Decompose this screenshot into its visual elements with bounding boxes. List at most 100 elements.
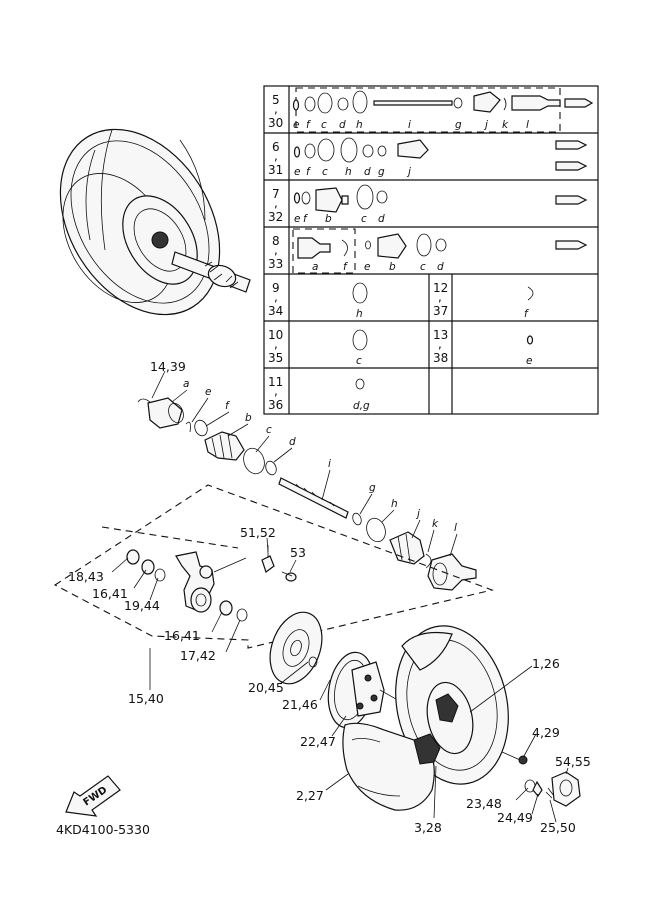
callout-24-49: 24,49 xyxy=(497,810,533,825)
table-row-2-part-1: e xyxy=(294,166,300,178)
callout-54-55: 54,55 xyxy=(555,754,591,769)
callout-21-46: 21,46 xyxy=(282,697,318,712)
table-row-1-num-sep: , xyxy=(274,102,278,116)
knuckle-assembly xyxy=(53,484,494,649)
callout-i: i xyxy=(328,458,331,470)
callout-51-52: 51,52 xyxy=(240,525,276,540)
callout-53: 53 xyxy=(290,545,306,560)
table-row-1-part-4: d xyxy=(339,119,346,131)
table-row-3-num-sep: , xyxy=(274,196,278,210)
table-row-2-parts: e f c h d g j xyxy=(293,137,588,178)
table-row-4-part-6: d xyxy=(437,261,444,273)
table-row-2-part-3: c xyxy=(322,166,328,178)
table-subrow-1-num-sep: , xyxy=(274,290,278,304)
table-subrow-1-num-a: 9 xyxy=(272,281,280,295)
table-row-3-parts: e f b c d xyxy=(293,184,588,225)
table-row-1-part-6: i xyxy=(408,119,411,131)
table-row-3-num-b: 32 xyxy=(268,210,283,224)
table-row-1-part-9: k xyxy=(502,119,509,131)
callout-17-42: 17,42 xyxy=(180,648,216,663)
callout-14-39: 14,39 xyxy=(150,359,186,374)
table-subrow-2-right-num-sep: , xyxy=(438,337,442,351)
callout-16-41-b: 16,41 xyxy=(164,628,200,643)
table-row-3-num-a: 7 xyxy=(272,187,280,201)
table-row-4-part-3: e xyxy=(364,261,370,273)
table-row-1-parts: e f c d h i g j k l xyxy=(292,90,594,131)
table-subrow-3-num-b: 36 xyxy=(268,398,283,412)
callout-l: l xyxy=(454,522,457,534)
table-subrow-2-right-num-b: 38 xyxy=(433,351,448,365)
callout-19-44: 19,44 xyxy=(124,598,160,613)
fwd-arrow: FWD xyxy=(65,775,121,817)
table-subrow-3-num-sep: , xyxy=(274,384,278,398)
diagram-code: 4KD4100-5330 xyxy=(56,822,150,837)
callout-22-47: 22,47 xyxy=(300,734,336,749)
table-row-4-part-4: b xyxy=(389,261,396,273)
table-subrow-3-num-a: 11 xyxy=(268,375,283,389)
callout-g: g xyxy=(369,482,376,494)
callout-labels: 14,39 a e f b c d i g h j k l 51,52 53 1… xyxy=(68,359,591,835)
table-subrow-1-right-num-a: 12 xyxy=(433,281,448,295)
table-row-2-part-6: g xyxy=(378,166,385,178)
table-subrow-1-right-num-b: 37 xyxy=(433,304,448,318)
callout-f: f xyxy=(225,400,231,412)
table-subrow-1-part: h xyxy=(356,308,363,320)
callout-23-48: 23,48 xyxy=(466,796,502,811)
table-row-2-part-4: h xyxy=(345,166,352,178)
callout-20-45: 20,45 xyxy=(248,680,284,695)
table-row-4-num-a: 8 xyxy=(272,234,280,248)
callout-j: j xyxy=(415,508,420,520)
table-row-3-part-3: b xyxy=(325,213,332,225)
callout-25-50: 25,50 xyxy=(540,820,576,835)
table-row-1-part-3: c xyxy=(321,119,327,131)
parts-table: 5 , 30 6 , 31 7 , 32 8 , 33 9 , 34 10 , … xyxy=(263,85,599,415)
table-subrow-1-num-b: 34 xyxy=(268,304,283,318)
callout-2-27: 2,27 xyxy=(296,788,324,803)
table-row-4-part-1: a xyxy=(312,261,318,273)
callout-18-43: 18,43 xyxy=(68,569,104,584)
callout-a: a xyxy=(183,378,189,390)
callout-4-29: 4,29 xyxy=(532,725,560,740)
table-row-1-part-5: h xyxy=(356,119,363,131)
table-row-2-num-a: 6 xyxy=(272,140,280,154)
callout-e: e xyxy=(205,386,211,398)
table-subrow-2-part: c xyxy=(356,355,362,367)
table-subrow-2-right-part: e xyxy=(526,355,532,367)
callout-h: h xyxy=(391,498,398,510)
table-row-1-part-1: e xyxy=(293,119,299,131)
table-row-1-num-a: 5 xyxy=(272,93,280,107)
brake-disc xyxy=(269,611,323,685)
table-row-2-num-sep: , xyxy=(274,149,278,163)
table-row-2-part-7: j xyxy=(406,166,411,178)
wheel-nuts xyxy=(518,755,581,807)
leader-lines xyxy=(111,370,569,823)
wheel-hub xyxy=(327,651,521,761)
callout-k: k xyxy=(432,518,439,530)
table-row-1-part-7: g xyxy=(455,119,462,131)
table-subrow-1-right-part: f xyxy=(524,308,530,320)
table-row-1-part-8: j xyxy=(483,119,488,131)
table-row-3-part-1: e xyxy=(294,213,300,225)
table-subrow-3-part: d,g xyxy=(353,400,370,412)
table-row-1-part-2: f xyxy=(306,119,312,131)
table-subrow-2-num-sep: , xyxy=(274,337,278,351)
callout-1-26: 1,26 xyxy=(532,656,560,671)
table-subrow-2-num-b: 35 xyxy=(268,351,283,365)
table-row-1-part-10: l xyxy=(526,119,529,131)
callout-3-28: 3,28 xyxy=(414,820,442,835)
table-row-4-num-b: 33 xyxy=(268,257,283,271)
table-row-1-num-b: 30 xyxy=(268,116,283,130)
bottom-wheel-assembly xyxy=(342,625,509,811)
table-row-4-num-sep: , xyxy=(274,243,278,257)
callout-b: b xyxy=(245,412,252,424)
table-row-2-part-5: d xyxy=(364,166,371,178)
table-subrow-2-num-a: 10 xyxy=(268,328,283,342)
table-row-2-part-2: f xyxy=(306,166,312,178)
callout-c: c xyxy=(266,424,272,436)
table-subrow-1-right-num-sep: , xyxy=(438,290,442,304)
table-row-3-part-5: d xyxy=(378,213,385,225)
table-row-3-part-4: c xyxy=(361,213,367,225)
callout-d: d xyxy=(289,436,296,448)
table-row-4-part-2: f xyxy=(343,261,349,273)
